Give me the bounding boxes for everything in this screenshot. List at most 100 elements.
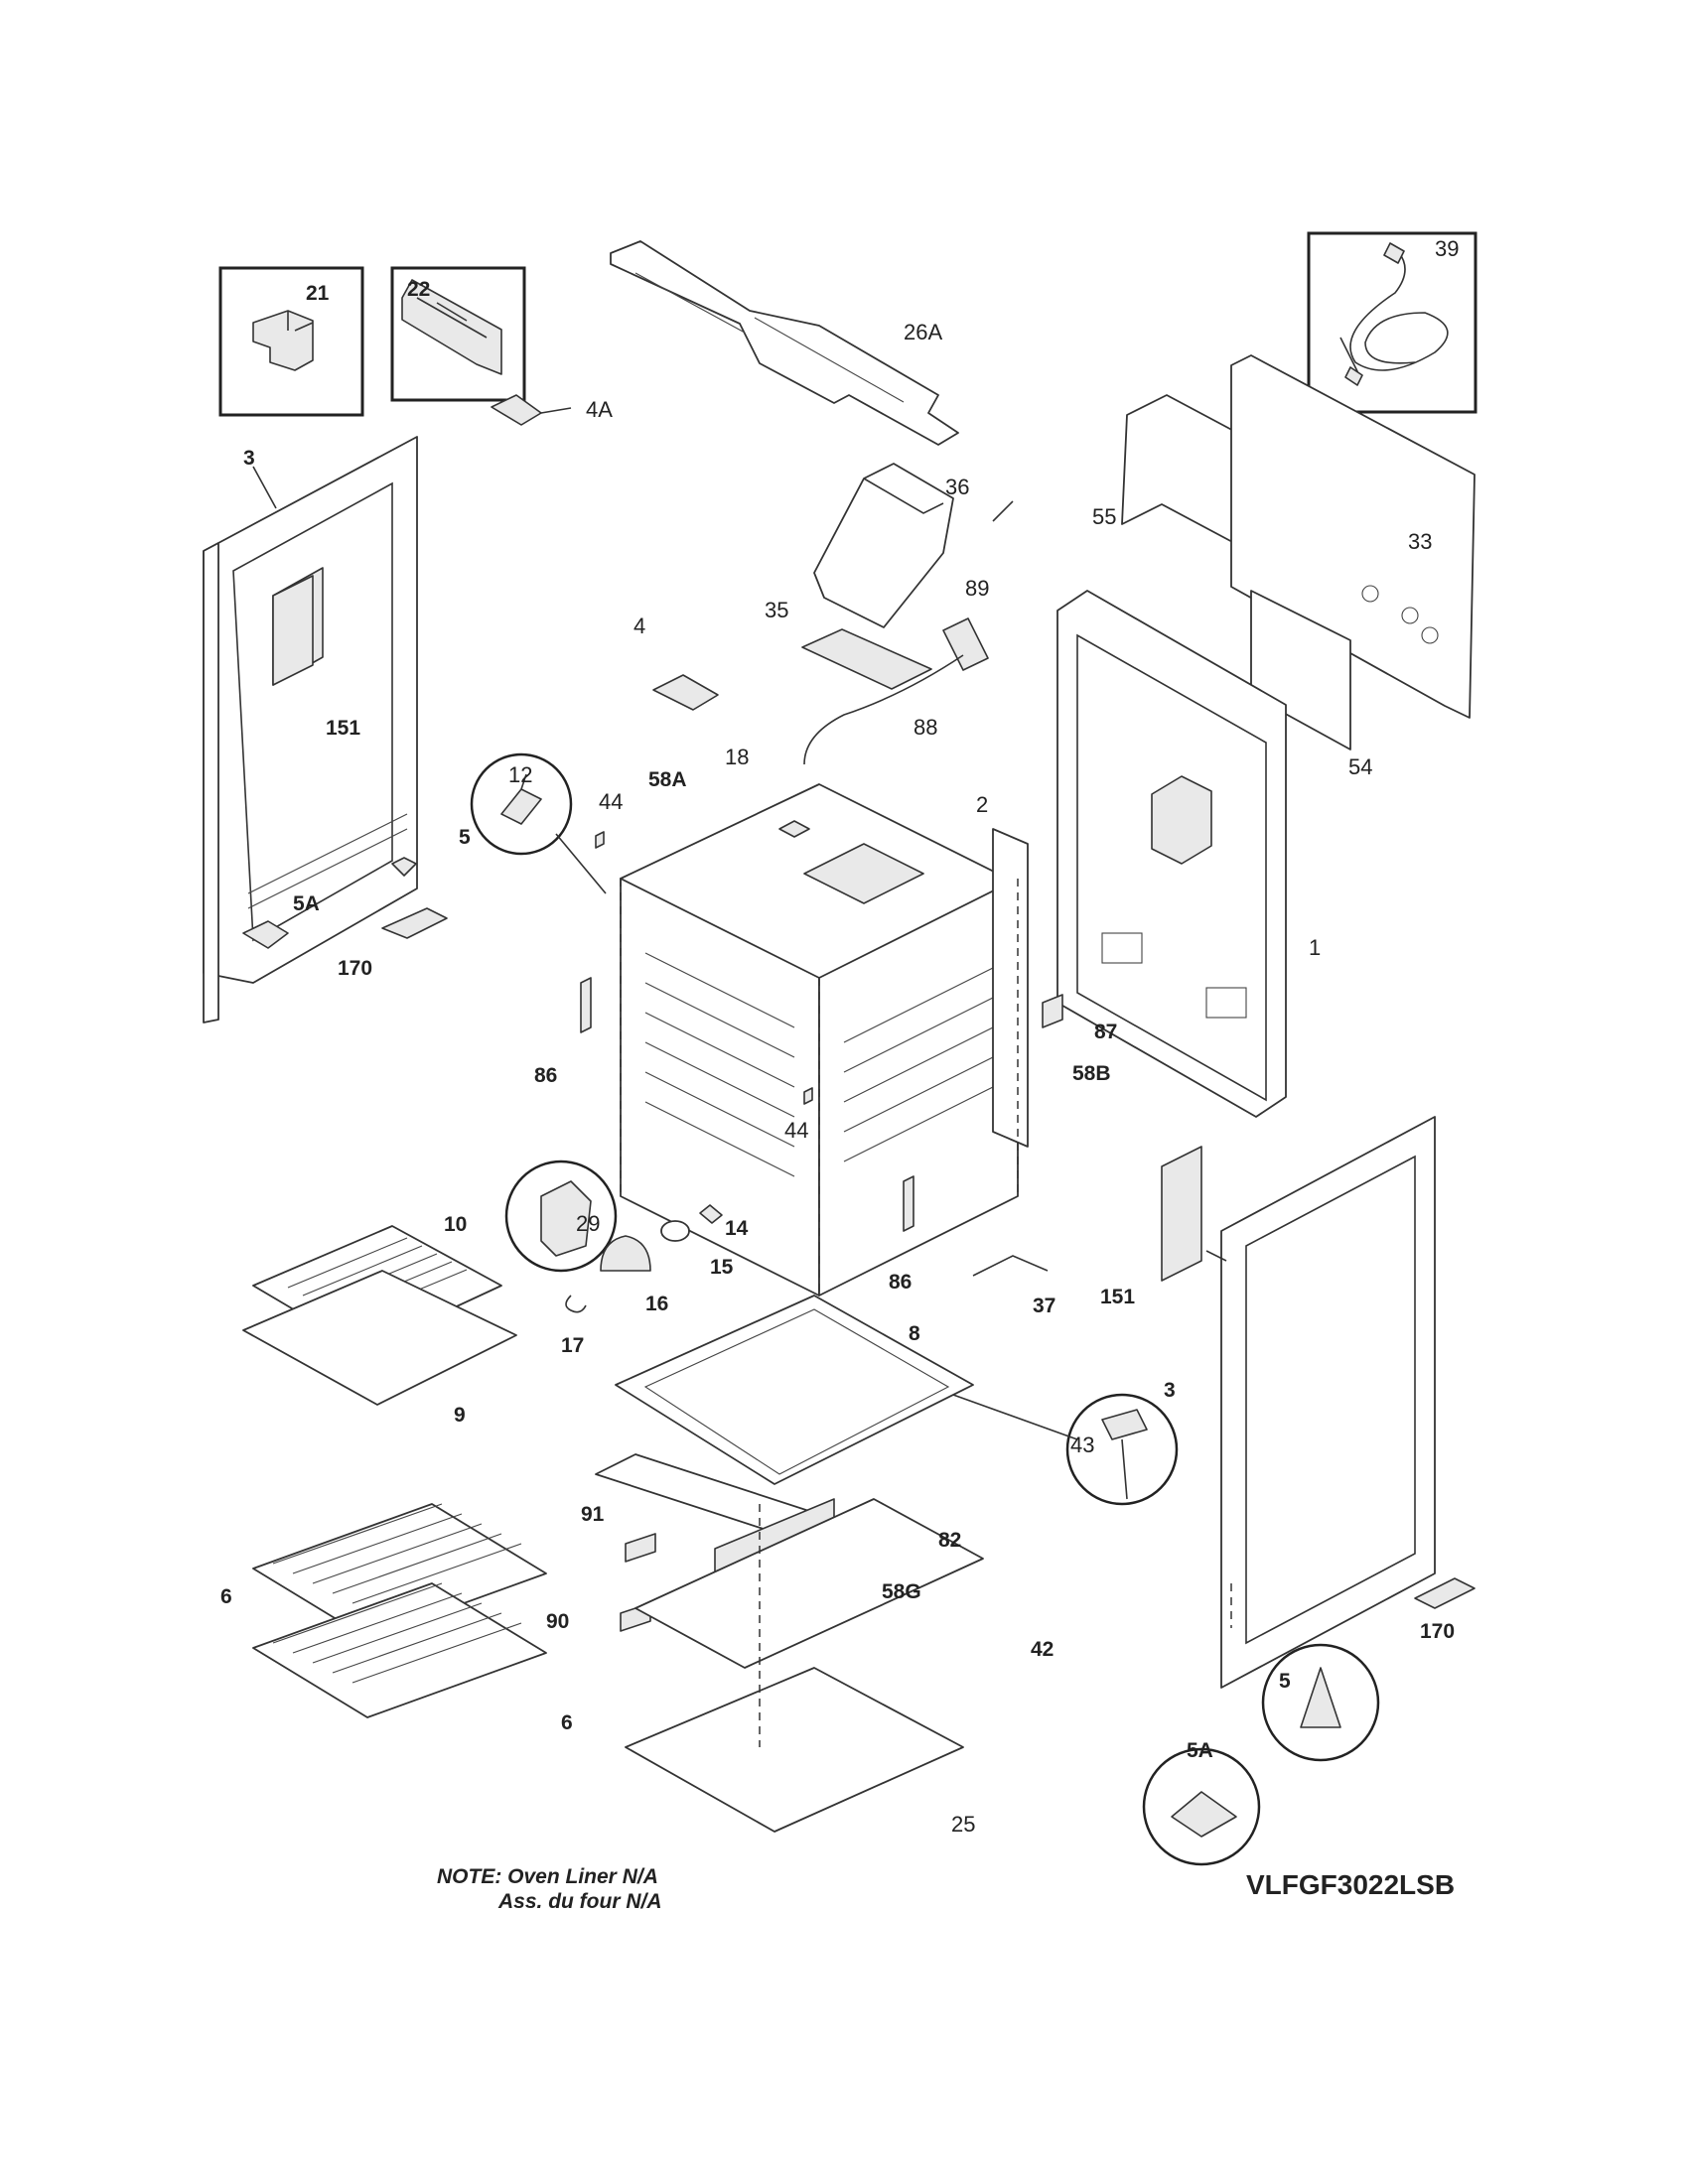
callout-17: 17 xyxy=(561,1334,584,1357)
callout-86-right: 86 xyxy=(889,1271,912,1294)
bracket-91[interactable] xyxy=(625,1533,656,1563)
callout-89: 89 xyxy=(965,576,989,601)
clip-17[interactable] xyxy=(565,1295,587,1313)
model-number: VLFGF3022LSB xyxy=(1246,1869,1455,1900)
callout-3-right: 3 xyxy=(1164,1379,1176,1402)
heat-duct-36[interactable] xyxy=(813,463,954,628)
inset-circle-5-leg[interactable] xyxy=(1261,1643,1380,1762)
broil-pan-9[interactable] xyxy=(242,1270,517,1406)
callout-12: 12 xyxy=(508,762,532,787)
panel-55[interactable] xyxy=(1121,394,1242,545)
callout-90: 90 xyxy=(546,1610,569,1633)
callout-6-upper: 6 xyxy=(220,1585,232,1608)
callout-170-right: 170 xyxy=(1420,1620,1455,1643)
callout-5a-left: 5A xyxy=(293,892,320,915)
callout-36: 36 xyxy=(945,475,969,499)
callout-91: 91 xyxy=(581,1503,605,1526)
inset-circle-12[interactable] xyxy=(470,752,573,856)
callout-22: 22 xyxy=(407,278,430,301)
oven-rack-6-lower[interactable] xyxy=(252,1582,547,1718)
right-oven-door-3[interactable] xyxy=(1220,1116,1436,1689)
leveling-leg-5-left[interactable] xyxy=(391,857,417,877)
rear-frame-1[interactable] xyxy=(1056,590,1287,1118)
callout-9: 9 xyxy=(454,1404,466,1427)
callout-82: 82 xyxy=(938,1529,961,1552)
plate-35[interactable] xyxy=(801,628,932,690)
callout-58a: 58A xyxy=(648,768,687,791)
hinge-170-left[interactable] xyxy=(381,907,448,939)
lamp-cover-16[interactable] xyxy=(600,1235,651,1272)
callout-21: 21 xyxy=(306,282,330,305)
callout-18: 18 xyxy=(725,745,749,769)
inset-box-39[interactable] xyxy=(1307,231,1477,414)
bracket-4a[interactable] xyxy=(491,394,572,426)
drawer-frame-42[interactable] xyxy=(634,1498,984,1669)
bracket-4[interactable] xyxy=(652,674,719,711)
back-panel-33[interactable] xyxy=(1230,354,1476,719)
inset-circle-43-screw[interactable] xyxy=(1065,1393,1179,1506)
callout-151-left: 151 xyxy=(326,717,360,740)
inset-box-21[interactable] xyxy=(218,266,364,417)
callout-1: 1 xyxy=(1309,935,1321,960)
bracket-86-right[interactable] xyxy=(903,1175,914,1232)
leveling-leg-5a-left[interactable] xyxy=(242,920,289,949)
callout-16: 16 xyxy=(645,1293,668,1315)
callout-29: 29 xyxy=(576,1211,600,1236)
callout-151-right: 151 xyxy=(1100,1286,1135,1308)
left-oven-door-3[interactable] xyxy=(203,436,418,1024)
callout-labels: 21 22 39 26A 3 4A 36 55 33 35 89 4 151 8… xyxy=(220,236,1459,1837)
callout-58b: 58B xyxy=(1072,1062,1111,1085)
panel-54[interactable] xyxy=(1250,590,1351,751)
bottom-panel-8[interactable] xyxy=(615,1295,974,1485)
callout-44-lower: 44 xyxy=(784,1118,808,1143)
wire-88[interactable] xyxy=(803,654,964,765)
sensor-18[interactable] xyxy=(778,820,810,838)
callout-33: 33 xyxy=(1408,529,1432,554)
inset-circle-29[interactable] xyxy=(504,1160,618,1273)
top-bracket-26a[interactable] xyxy=(610,240,959,446)
callout-37: 37 xyxy=(1033,1295,1055,1317)
callout-14: 14 xyxy=(725,1217,749,1240)
callout-86-left: 86 xyxy=(534,1064,557,1087)
note-line-1: NOTE: Oven Liner N/A xyxy=(437,1865,658,1888)
door-bracket-151-right[interactable] xyxy=(1161,1146,1202,1282)
bottom-plate-25[interactable] xyxy=(625,1667,964,1833)
oven-cavity-58a[interactable] xyxy=(620,783,1019,1297)
bulb-socket-44-upper[interactable] xyxy=(595,831,605,849)
callout-5-right: 5 xyxy=(1279,1670,1291,1693)
callout-42: 42 xyxy=(1031,1638,1054,1661)
callout-5-left: 5 xyxy=(459,826,471,849)
callout-55: 55 xyxy=(1092,504,1116,529)
oven-rack-6-upper[interactable] xyxy=(252,1503,547,1639)
bracket-86-left[interactable] xyxy=(580,977,592,1033)
callout-15: 15 xyxy=(710,1256,734,1279)
plate-2[interactable] xyxy=(803,843,924,904)
bracket-87[interactable] xyxy=(1042,994,1063,1028)
side-insulation-58b[interactable] xyxy=(992,828,1029,1148)
lamp-receptacle-14[interactable] xyxy=(699,1204,723,1224)
callout-43: 43 xyxy=(1070,1433,1094,1457)
callout-10: 10 xyxy=(444,1213,467,1236)
callout-25: 25 xyxy=(951,1812,975,1837)
inset-box-22[interactable] xyxy=(390,266,526,402)
callout-88: 88 xyxy=(914,715,937,740)
bracket-89[interactable] xyxy=(942,617,989,671)
callout-8: 8 xyxy=(909,1322,920,1345)
inset-circle-5a-leg[interactable] xyxy=(1142,1747,1261,1866)
callout-58g: 58G xyxy=(882,1580,921,1603)
callout-5a-right: 5A xyxy=(1187,1739,1213,1762)
hinge-170-right[interactable] xyxy=(1414,1577,1476,1609)
door-bracket-151-left[interactable] xyxy=(272,575,314,686)
callout-4: 4 xyxy=(633,614,645,638)
callout-26a: 26A xyxy=(904,320,942,344)
wire-37[interactable] xyxy=(972,1255,1049,1277)
callout-39: 39 xyxy=(1435,236,1459,261)
callout-2: 2 xyxy=(976,792,988,817)
leader-lines xyxy=(252,466,1232,1747)
lamp-bulb-15[interactable] xyxy=(660,1220,690,1242)
callout-44-upper: 44 xyxy=(599,789,623,814)
callout-35: 35 xyxy=(765,598,788,622)
bulb-socket-44-lower[interactable] xyxy=(803,1087,813,1105)
callout-3-left: 3 xyxy=(243,447,255,470)
